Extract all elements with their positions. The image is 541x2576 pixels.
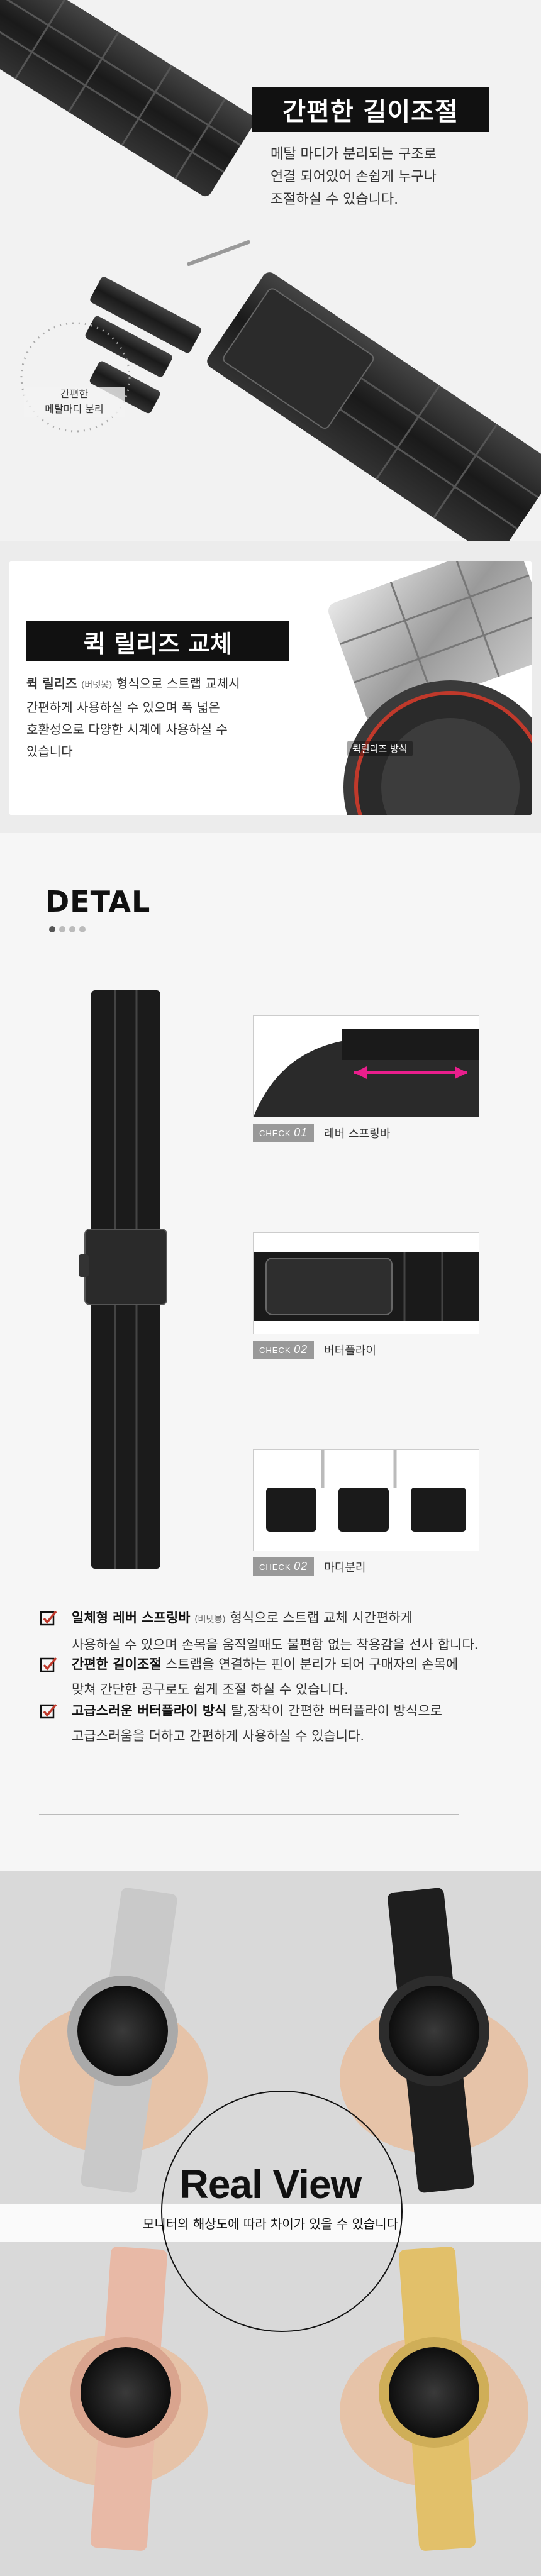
caption-line: 메탈마디 분리 (45, 403, 104, 415)
feature-spring-bar: 일체형 레버 스프링바 (버넷봉) 형식으로 스트랩 교체 시간편하게 사용하실… (39, 1605, 541, 1657)
real-view-circle (161, 2091, 403, 2332)
check-label: 레버 스프링바 (324, 1127, 391, 1141)
full-band-image (79, 990, 167, 1569)
check-badge: CHECK 02 (253, 1557, 315, 1576)
metal-band-exploded-image (0, 0, 541, 541)
check-label: 버터플라이 (324, 1344, 376, 1357)
check-tick-icon (40, 1657, 57, 1672)
quick-release-title: 퀵 릴리즈 교체 (26, 621, 289, 661)
check-spring-bar-image (253, 1015, 479, 1117)
feature-line: 고급스러움을 더하고 간편하게 사용하실 수 있습니다. (72, 1728, 365, 1744)
check-3-row: CHECK 02 마디분리 (253, 1557, 365, 1576)
detail-dots (49, 926, 86, 932)
real-view-subtitle: 모니터의 해상도에 따라 차이가 있을 수 있습니다 (142, 2216, 399, 2231)
detail-title: DETAL (45, 885, 151, 919)
feature-line: 사용하실 수 있으며 손목을 움직일때도 불편함 없는 착용감을 선사 합니다. (72, 1637, 479, 1652)
desc-line: 조절하실 수 있습니다. (270, 192, 399, 207)
real-view-title: Real View (179, 2162, 362, 2207)
feature-line: 간편한 길이조절 스트랩을 연결하는 핀이 분리가 되어 구매자의 손목에 (72, 1657, 459, 1672)
detail-divider (39, 1814, 459, 1815)
real-view-section: Real View 모니터의 해상도에 따라 차이가 있을 수 있습니다 (0, 1871, 541, 2576)
quick-release-description: 퀵 릴리즈 (버넷봉) 형식으로 스트랩 교체시 간편하게 사용하실 수 있으며… (26, 673, 291, 763)
desc-bold: 퀵 릴리즈 (26, 676, 77, 691)
desc-line: 간편하게 사용하실 수 있으며 폭 넓은 (26, 700, 220, 715)
quick-release-image-tag: 퀵릴리즈 방식 (347, 741, 413, 756)
desc-small: (버넷봉) (81, 680, 113, 690)
feature-line: 고급스러운 버터플라이 방식 탈,장착이 간편한 버터플라이 방식으로 (72, 1703, 442, 1718)
desc-line: 호환성으로 다양한 시계에 사용하실 수 (26, 722, 228, 737)
quick-release-card: 퀵 릴리즈 교체 퀵 릴리즈 (버넷봉) 형식으로 스트랩 교체시 간편하게 사… (9, 561, 532, 815)
detail-section: DETAL CHECK 01 레버 스프링바 CHECK 02 버터 (0, 833, 541, 1871)
desc-line: 연결 되어있어 손쉽게 누구나 (270, 169, 437, 185)
check-butterfly-image (253, 1232, 479, 1334)
quick-release-section: 퀵 릴리즈 교체 퀵 릴리즈 (버넷봉) 형식으로 스트랩 교체시 간편하게 사… (0, 541, 541, 833)
check-label: 마디분리 (324, 1561, 366, 1574)
desc-line: 메탈 마디가 분리되는 구조로 (270, 146, 437, 162)
check-2-row: CHECK 02 버터플라이 (253, 1341, 376, 1359)
caption-line: 간편한 (60, 388, 89, 400)
check-badge: CHECK 01 (253, 1124, 315, 1142)
desc-line: 퀵 릴리즈 (버넷봉) 형식으로 스트랩 교체시 (26, 673, 291, 697)
feature-butterfly: 고급스러운 버터플라이 방식 탈,장착이 간편한 버터플라이 방식으로 고급스러… (39, 1698, 541, 1749)
check-1-row: CHECK 01 레버 스프링바 (253, 1124, 390, 1142)
feature-length-adjust: 간편한 길이조절 스트랩을 연결하는 핀이 분리가 되어 구매자의 손목에 맞쳐… (39, 1652, 541, 1702)
watch-back-image (328, 561, 532, 815)
check-badge: CHECK 02 (253, 1341, 315, 1359)
feature-line: 일체형 레버 스프링바 (버넷봉) 형식으로 스트랩 교체 시간편하게 (72, 1610, 413, 1625)
feature-line: 맞쳐 간단한 공구로도 쉽게 조절 하실 수 있습니다. (72, 1682, 349, 1697)
check-link-removal-image (253, 1449, 479, 1551)
length-adjust-section: 간편한 길이조절 메탈 마디가 분리되는 구조로 연결 되어있어 손쉽게 누구나… (0, 0, 541, 541)
desc-line: 있습니다 (26, 744, 73, 759)
link-removal-caption: 간편한 메탈마디 분리 (24, 387, 125, 417)
check-tick-icon (40, 1703, 57, 1719)
desc-rest: 형식으로 스트랩 교체시 (112, 676, 240, 691)
length-adjust-description: 메탈 마디가 분리되는 구조로 연결 되어있어 손쉽게 누구나 조절하실 수 있… (270, 143, 510, 211)
check-tick-icon (40, 1610, 57, 1626)
length-adjust-title: 간편한 길이조절 (252, 87, 489, 132)
